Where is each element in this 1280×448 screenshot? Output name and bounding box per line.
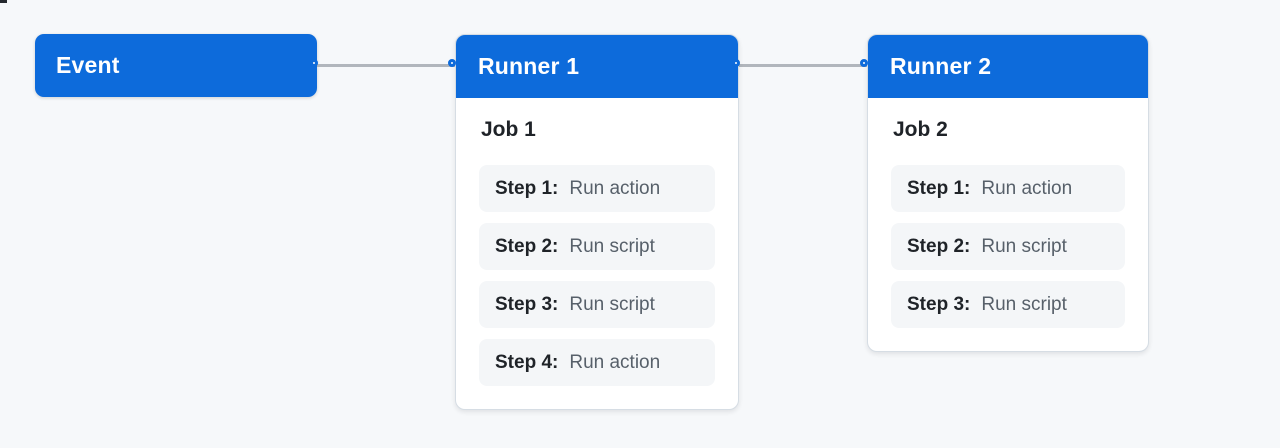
runner1-title: Runner 1 [478,53,580,79]
step-label: Step 1: [495,177,559,199]
job1-step-3: Step 3: Run script [479,281,715,328]
runner1-card: Runner 1 Job 1 Step 1: Run action Step 2… [455,34,739,410]
job1-step-1: Step 1: Run action [479,165,715,212]
step-label: Step 4: [495,351,559,373]
connector-port-runner1-in [448,59,456,67]
event-title: Event [56,52,120,78]
job1-step-4: Step 4: Run action [479,339,715,386]
step-label: Step 3: [907,293,971,315]
step-text: Run script [981,235,1067,257]
step-text: Run action [569,351,661,373]
step-text: Run script [569,293,655,315]
runner2-header: Runner 2 [868,35,1148,98]
step-text: Run script [569,235,655,257]
runner2-body: Job 2 Step 1: Run action Step 2: Run scr… [868,98,1148,351]
step-text: Run action [569,177,661,199]
job2-title: Job 2 [893,118,948,141]
event-node: Event [35,34,317,97]
step-label: Step 1: [907,177,971,199]
runner2-title: Runner 2 [890,53,992,79]
connector-port-event-out [310,59,318,67]
runner1-header: Runner 1 [456,35,738,98]
job1-step-2: Step 2: Run script [479,223,715,270]
connector-port-runner1-out [732,59,740,67]
connector-line-runner1-runner2 [739,64,867,67]
step-label: Step 3: [495,293,559,315]
step-text: Run action [981,177,1073,199]
step-label: Step 2: [907,235,971,257]
job1-title: Job 1 [481,118,536,141]
connector-line-event-runner1 [317,64,455,67]
step-text: Run script [981,293,1067,315]
connector-port-runner2-in [860,59,868,67]
job2-step-1: Step 1: Run action [891,165,1125,212]
runner2-card: Runner 2 Job 2 Step 1: Run action Step 2… [867,34,1149,352]
step-label: Step 2: [495,235,559,257]
job2-step-3: Step 3: Run script [891,281,1125,328]
job2-step-2: Step 2: Run script [891,223,1125,270]
runner1-body: Job 1 Step 1: Run action Step 2: Run scr… [456,98,738,409]
corner-artifact [0,0,7,3]
